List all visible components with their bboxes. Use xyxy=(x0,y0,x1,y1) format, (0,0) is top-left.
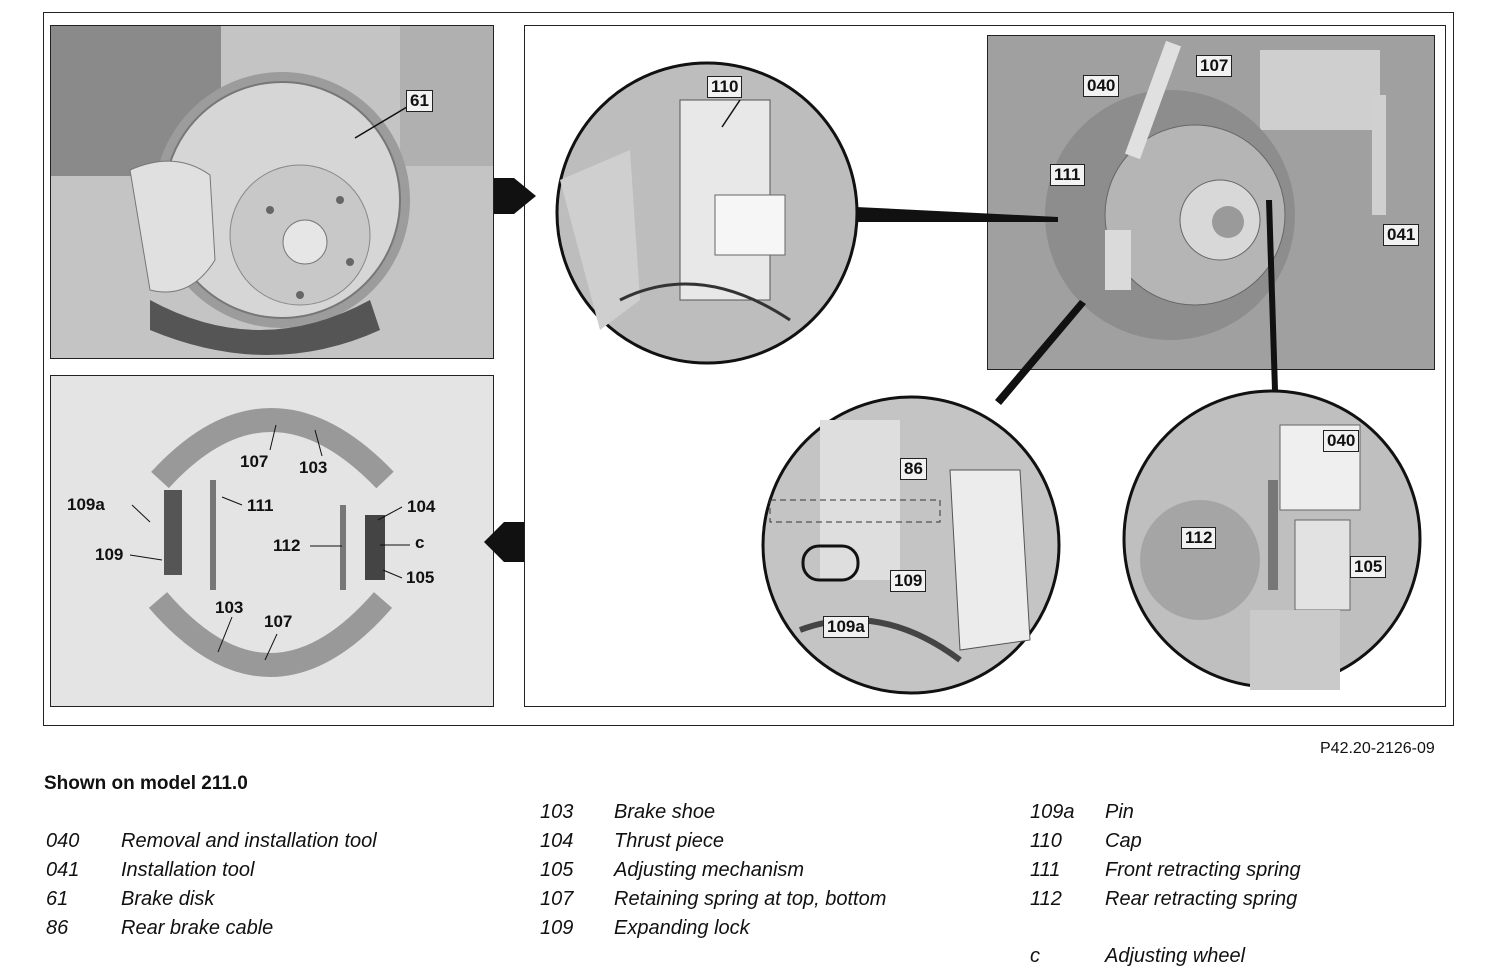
arrow-left-icon xyxy=(484,522,524,562)
callout-c: c xyxy=(415,533,425,552)
callout-112-zoom: 112 xyxy=(1181,527,1217,549)
arrow-right-icon xyxy=(494,178,536,214)
figure-frame xyxy=(43,12,1454,726)
callout-109: 109 xyxy=(95,545,124,564)
callout-111: 111 xyxy=(247,496,274,515)
hub-drawing xyxy=(988,36,1434,369)
callout-104: 104 xyxy=(407,497,436,516)
callout-107-bottom: 107 xyxy=(264,612,293,631)
zoom-circle-cap xyxy=(555,61,859,365)
callout-86: 86 xyxy=(900,458,927,480)
callout-111-hub: 111 xyxy=(1050,164,1085,186)
callout-040-zoom: 040 xyxy=(1323,430,1360,452)
figure-drawing xyxy=(51,26,1434,695)
figure-code: P42.20-2126-09 xyxy=(1320,740,1435,757)
callout-109a-zoom: 109a xyxy=(823,616,869,638)
callout-103-bottom: 103 xyxy=(215,598,244,617)
callout-041: 041 xyxy=(1383,224,1420,246)
callout-040-hub: 040 xyxy=(1083,75,1120,97)
callout-107-hub: 107 xyxy=(1196,55,1233,77)
callout-110: 110 xyxy=(707,76,743,98)
callout-107-top: 107 xyxy=(240,452,269,471)
brake-disk-drawing xyxy=(51,26,493,358)
zoom-circle-expanding-lock xyxy=(761,395,1061,695)
callout-112: 112 xyxy=(273,536,301,555)
callout-105-zoom: 105 xyxy=(1350,556,1387,578)
callout-109a: 109a xyxy=(67,495,105,514)
callout-103-top: 103 xyxy=(299,458,328,477)
zoom-circle-adjuster xyxy=(1122,389,1422,690)
callout-105: 105 xyxy=(406,568,435,587)
callout-61: 61 xyxy=(406,90,433,112)
brake-shoes-drawing xyxy=(148,408,394,677)
model-heading: Shown on model 211.0 xyxy=(44,773,248,794)
callout-109-zoom: 109 xyxy=(890,570,927,592)
